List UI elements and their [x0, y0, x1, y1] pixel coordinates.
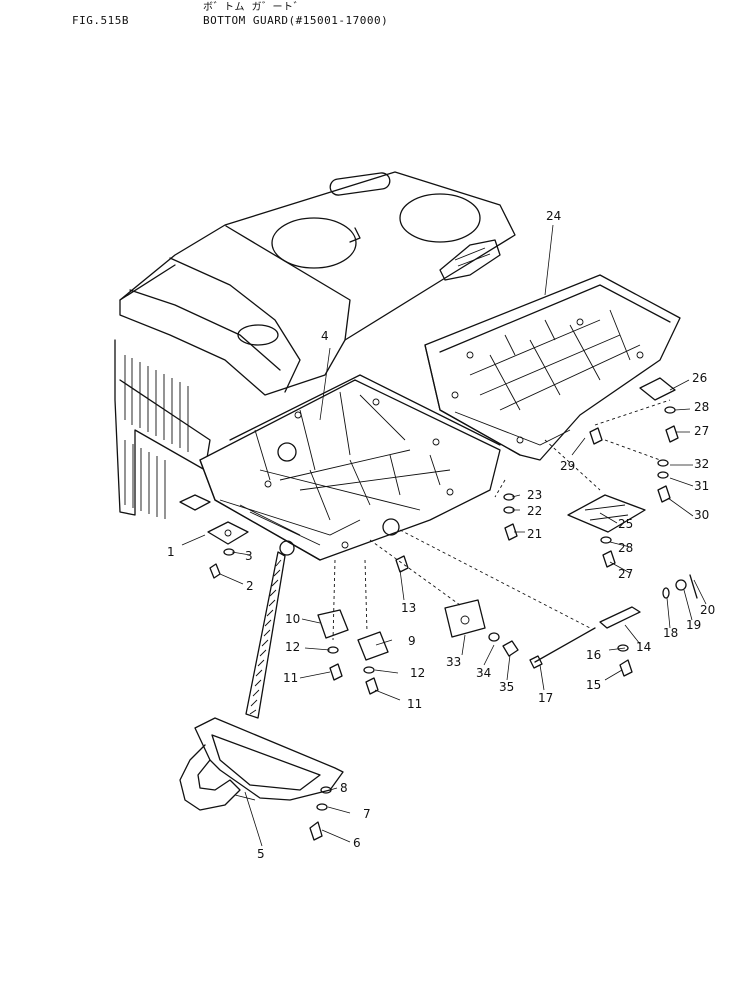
callout-5: 5 [257, 847, 265, 861]
reference-lines [332, 399, 671, 641]
callout-11: 11 [283, 671, 298, 685]
callout-18: 18 [663, 626, 678, 640]
callout-20: 20 [700, 603, 715, 617]
callout-16: 16 [586, 648, 601, 662]
callout-30: 30 [694, 508, 709, 522]
callout-27: 27 [618, 567, 633, 581]
callout-2: 2 [246, 579, 254, 593]
callout-15: 15 [586, 678, 601, 692]
callout-3: 3 [245, 549, 253, 563]
callout-32: 32 [694, 457, 709, 471]
callout-13: 13 [401, 601, 416, 615]
callout-7: 7 [363, 807, 371, 821]
callout-1: 1 [167, 545, 175, 559]
callout-12: 12 [285, 640, 300, 654]
callout-12: 12 [410, 666, 425, 680]
callout-24: 24 [546, 209, 561, 223]
callout-17: 17 [538, 691, 553, 705]
main-bottom-guard [199, 374, 501, 561]
callout-28: 28 [618, 541, 633, 555]
callout-28: 28 [694, 400, 709, 414]
callout-11: 11 [407, 697, 422, 711]
callout-22: 22 [527, 504, 542, 518]
callout-23: 23 [527, 488, 542, 502]
callout-21: 21 [527, 527, 542, 541]
callout-31: 31 [694, 479, 709, 493]
callout-27: 27 [694, 424, 709, 438]
title-kana: ボ゛トム ガ゛ート゛ [203, 2, 305, 13]
callout-8: 8 [340, 781, 348, 795]
callout-33: 33 [446, 655, 461, 669]
chain [245, 540, 295, 719]
callout-labels: 1 2 3 4 5 6 7 8 9 10 11 11 12 12 13 14 1… [167, 209, 715, 861]
callout-14: 14 [636, 640, 651, 654]
callout-34: 34 [476, 666, 491, 680]
callout-29: 29 [560, 459, 575, 473]
callout-6: 6 [353, 836, 361, 850]
callout-10: 10 [285, 612, 300, 626]
leader-lines [181, 224, 707, 847]
rear-bottom-guard [424, 274, 681, 461]
callout-19: 19 [686, 618, 701, 632]
brackets-and-plates [179, 377, 676, 669]
callout-4: 4 [321, 329, 329, 343]
engine-hood-body [114, 171, 516, 519]
diagram-title: BOTTOM GUARD(#15001-17000) [203, 14, 389, 27]
callout-9: 9 [408, 634, 416, 648]
figure-id: FIG.515B [72, 14, 129, 27]
tow-hook [179, 717, 344, 811]
callout-25: 25 [618, 517, 633, 531]
callout-35: 35 [499, 680, 514, 694]
callout-26: 26 [692, 371, 707, 385]
